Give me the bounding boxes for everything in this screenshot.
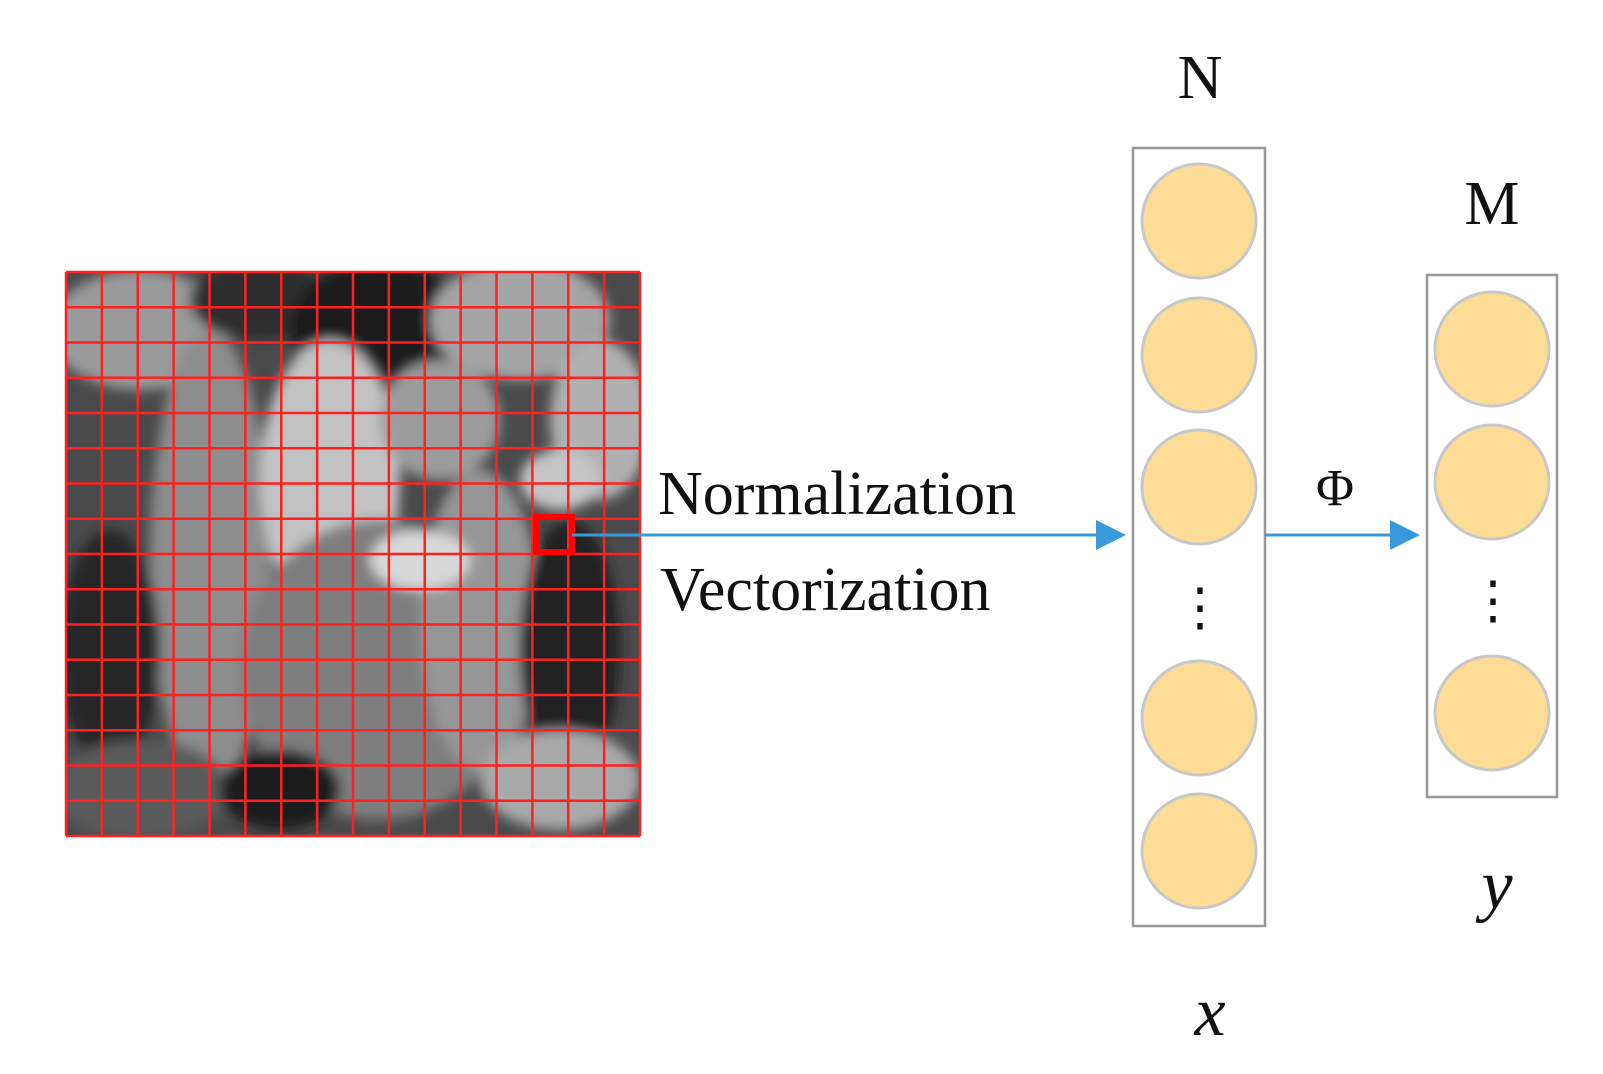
m-label: M bbox=[1464, 170, 1519, 238]
y-node bbox=[1433, 290, 1551, 408]
x-ellipsis: ⋮ bbox=[1174, 580, 1226, 637]
x-node bbox=[1140, 792, 1258, 910]
y-node bbox=[1433, 654, 1551, 772]
vectorization-label: Vectorization bbox=[660, 556, 991, 624]
x-label: x bbox=[1193, 974, 1225, 1051]
x-node bbox=[1140, 162, 1258, 280]
phi-label: Φ bbox=[1316, 460, 1354, 517]
normalization-label: Normalization bbox=[658, 460, 1016, 528]
y-node bbox=[1433, 423, 1551, 541]
x-node bbox=[1140, 428, 1258, 546]
n-label: N bbox=[1178, 44, 1223, 112]
x-node bbox=[1140, 659, 1258, 777]
x-node bbox=[1140, 296, 1258, 414]
y-label: y bbox=[1475, 847, 1513, 924]
y-vector-nodes bbox=[1433, 290, 1551, 772]
x-vector-nodes bbox=[1140, 162, 1258, 910]
y-ellipsis: ⋮ bbox=[1467, 573, 1519, 630]
